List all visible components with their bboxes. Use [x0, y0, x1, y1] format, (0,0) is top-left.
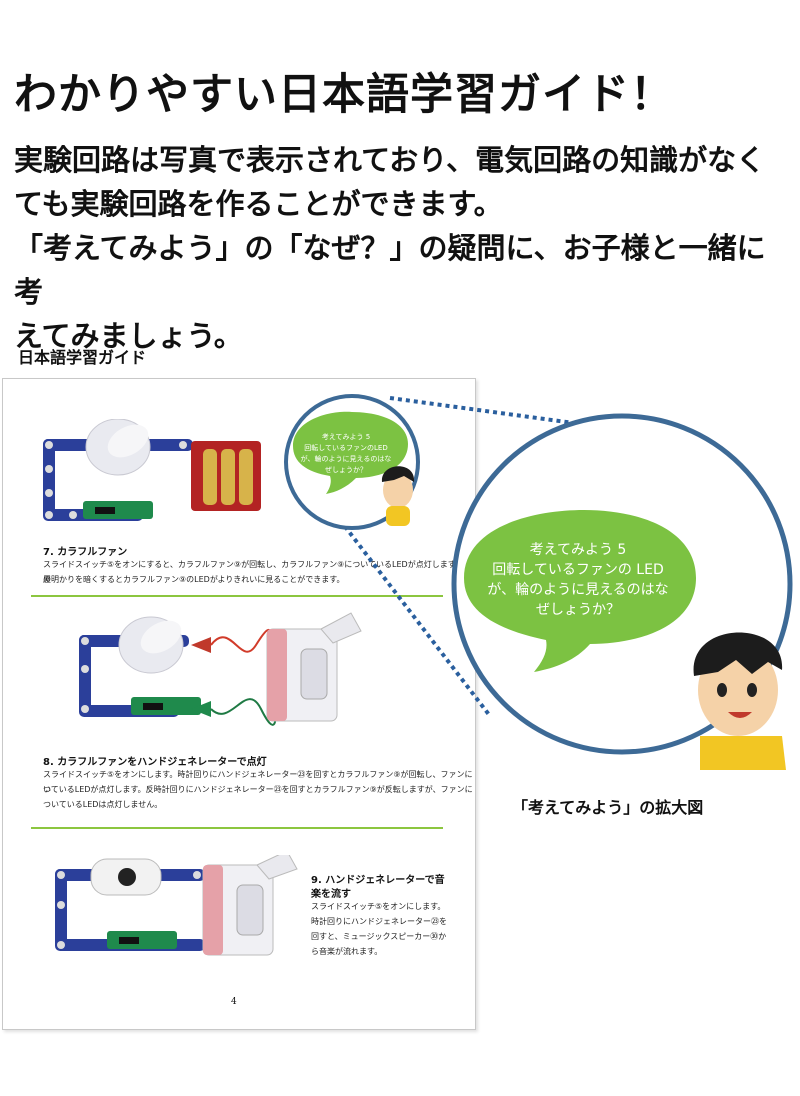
step-9-body-line-3: 回すと、ミュージックスピーカー㉚か	[311, 932, 447, 941]
small-bubble-line-2: 回転しているファンのLED	[304, 444, 388, 452]
page-number: 4	[231, 997, 237, 1007]
large-bubble-line-3: が、輪のように見えるのはな	[487, 582, 669, 598]
step-8-body-line-1: スライドスイッチ⑤をオンにします。時計回りにハンドジェネレーター㉓を回すとカラフ…	[43, 770, 473, 794]
step-9-title-line-2: 楽を流す	[311, 889, 351, 900]
intro-line-4: えてみましょう。	[14, 319, 243, 353]
large-bubble-line-1: 考えてみよう 5	[529, 542, 627, 558]
small-bubble-line-3: が、輪のように見えるのはな	[300, 455, 392, 463]
small-bubble-line-1: 考えてみよう 5	[321, 433, 371, 441]
step-9-body-line-1: スライドスイッチ⑤をオンにします。	[311, 902, 446, 911]
step-9-title-line-1: 9. ハンドジェネレーターで音	[311, 875, 445, 886]
zoom-caption: 「考えてみよう」の拡大図	[512, 798, 704, 817]
step-8-title: 8. カラフルファンをハンドジェネレーターで点灯	[43, 757, 267, 768]
step-7-title: 7. カラフルファン	[43, 547, 128, 558]
intro-line-2: ても実験回路を作ることができます。	[14, 187, 503, 221]
guide-label: 日本語学習ガイド	[18, 348, 147, 367]
step-7-body-line-1: スライドスイッチ⑤をオンにすると、カラフルファン⑨が回転し、カラフルファン⑨につ…	[43, 560, 471, 584]
large-bubble-text: 考えてみよう 5 回転しているファンの LED が、輪のように見えるのはな ぜし…	[478, 540, 678, 620]
intro-text: 実験回路は写真で表示されており、電気回路の知識がなく ても実験回路を作ることがで…	[14, 138, 794, 358]
step-9-body-line-2: 時計回りにハンドジェネレーター㉓を	[311, 917, 447, 926]
section-divider	[31, 595, 443, 597]
manual-page: 7. カラフルファン スライドスイッチ⑤をオンにすると、カラフルファン⑨が回転し…	[2, 378, 476, 1030]
speaker-generator-circuit-photo	[55, 855, 298, 956]
large-bubble-line-4: ぜしょうか？	[536, 602, 620, 618]
headline: わかりやすい日本語学習ガイド！	[14, 70, 674, 120]
section-divider	[31, 827, 443, 829]
intro-line-3: 「考えてみよう」の「なぜ？」の疑問に、お子様と一緒に考	[14, 231, 766, 309]
small-bubble-line-4: ぜしょうか？	[325, 466, 367, 474]
large-boy-illustration	[693, 632, 786, 770]
fan-battery-circuit-photo	[43, 419, 261, 521]
step-7-body-line-2: の明かりを暗くするとカラフルファン⑨のLEDがよりきれいに見ることができます。	[43, 575, 345, 584]
step-9-body-line-4: ら音楽が流れます。	[311, 947, 383, 956]
step-8-body-line-3: ついているLEDは点灯しません。	[43, 800, 163, 809]
intro-line-1: 実験回路は写真で表示されており、電気回路の知識がなく	[14, 143, 766, 177]
step-8-body-line-2: いているLEDが点灯します。反時計回りにハンドジェネレーター㉓を回すとカラフルフ…	[43, 785, 473, 794]
large-bubble-line-2: 回転しているファンの LED	[492, 562, 664, 578]
small-bubble-text: 考えてみよう 5 回転しているファンのLED が、輪のように見えるのはな ぜしょ…	[296, 432, 396, 476]
fan-generator-circuit-photo	[79, 612, 362, 726]
